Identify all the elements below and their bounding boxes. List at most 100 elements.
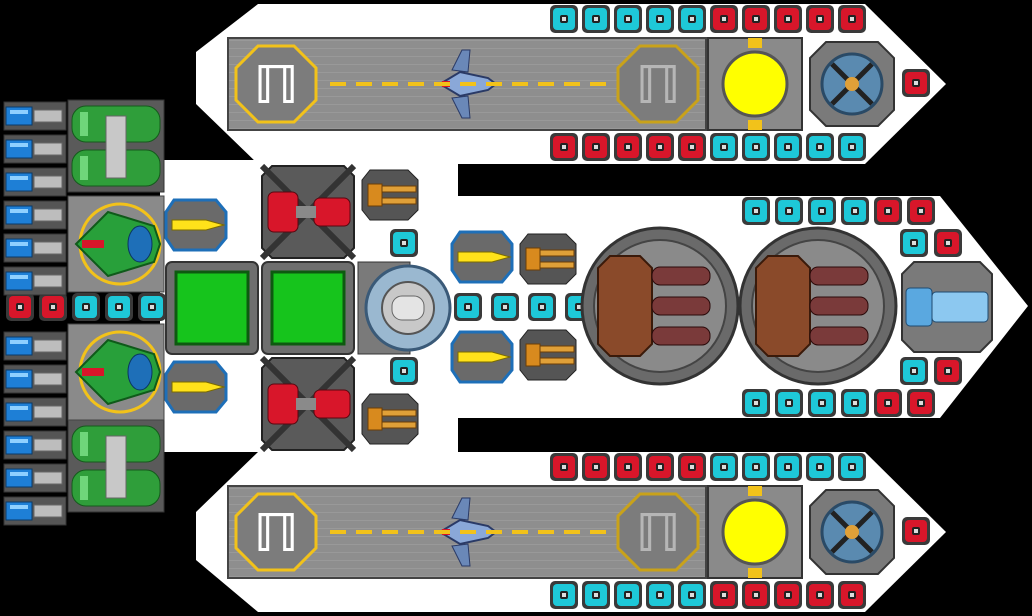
ion-engine[interactable] [3,496,67,526]
armor-block-cyan[interactable] [742,197,770,225]
ion-engine[interactable] [3,266,67,296]
armor-block-red[interactable] [774,5,802,33]
armor-block-red[interactable] [874,389,902,417]
yellow-reactor[interactable] [707,485,803,579]
armor-block-cyan[interactable] [841,197,869,225]
armor-block-cyan[interactable] [742,133,770,161]
armor-block-red[interactable] [646,453,674,481]
armor-block-cyan[interactable] [582,581,610,609]
armor-block-red[interactable] [614,133,642,161]
ion-engine[interactable] [3,101,67,131]
armor-block-red[interactable] [678,133,706,161]
armor-block-cyan[interactable] [646,581,674,609]
armor-block-red[interactable] [710,581,738,609]
armor-block-red[interactable] [742,581,770,609]
armor-block-red[interactable] [907,197,935,225]
armor-block-cyan[interactable] [710,453,738,481]
armor-block-red[interactable] [614,453,642,481]
armor-block-cyan[interactable] [390,229,418,257]
armor-block-cyan[interactable] [105,293,133,321]
helipad-top-right[interactable]: ℿ [616,44,700,124]
armor-block-cyan[interactable] [491,293,519,321]
armor-block-cyan[interactable] [841,389,869,417]
ion-engine[interactable] [3,430,67,460]
ion-engine[interactable] [3,200,67,230]
helipad-top-left[interactable]: ℿ [234,44,318,124]
reactor-panel-green[interactable] [165,261,259,355]
armor-block-red[interactable] [806,5,834,33]
ion-engine[interactable] [3,167,67,197]
armor-block-cyan[interactable] [614,581,642,609]
armor-block-cyan[interactable] [808,389,836,417]
armor-block-red[interactable] [582,133,610,161]
yellow-reactor[interactable] [707,37,803,131]
armor-block-cyan[interactable] [646,5,674,33]
armor-block-cyan[interactable] [678,5,706,33]
rear-thruster-blue[interactable] [901,261,993,353]
armor-block-red[interactable] [902,517,930,545]
armor-block-red[interactable] [806,581,834,609]
armor-block-red[interactable] [742,5,770,33]
blue-turbine[interactable] [809,41,895,127]
armor-block-cyan[interactable] [774,133,802,161]
armor-block-red[interactable] [710,5,738,33]
yellow-missile[interactable] [450,230,514,284]
orange-cannon[interactable] [361,169,419,221]
fuel-tank-green[interactable] [67,99,165,193]
orange-cannon[interactable] [519,329,577,381]
reactor-panel-green[interactable] [261,261,355,355]
armor-block-cyan[interactable] [614,5,642,33]
armor-block-red[interactable] [39,293,67,321]
ion-engine[interactable] [3,463,67,493]
ion-engine[interactable] [3,233,67,263]
armor-block-cyan[interactable] [808,197,836,225]
armor-block-cyan[interactable] [775,197,803,225]
drone-bay-green[interactable] [67,323,165,421]
yellow-missile[interactable] [164,360,228,414]
yellow-missile[interactable] [450,330,514,384]
blue-turbine[interactable] [809,489,895,575]
armor-block-cyan[interactable] [775,389,803,417]
armor-block-cyan[interactable] [900,357,928,385]
armor-block-cyan[interactable] [806,453,834,481]
armor-block-red[interactable] [550,133,578,161]
cargo-dome[interactable] [580,226,740,386]
ion-engine[interactable] [3,331,67,361]
armor-block-cyan[interactable] [454,293,482,321]
armor-block-red[interactable] [907,389,935,417]
orange-cannon[interactable] [519,233,577,285]
cargo-dome[interactable] [738,226,898,386]
armor-block-cyan[interactable] [528,293,556,321]
armor-block-cyan[interactable] [582,5,610,33]
ion-engine[interactable] [3,134,67,164]
armor-block-red[interactable] [550,453,578,481]
red-turret[interactable] [259,355,357,453]
red-turret[interactable] [259,163,357,261]
armor-block-cyan[interactable] [742,453,770,481]
armor-block-cyan[interactable] [550,5,578,33]
helipad-bottom-left[interactable]: ℿ [234,492,318,572]
armor-block-red[interactable] [774,581,802,609]
drone-bay-green[interactable] [67,195,165,293]
armor-block-cyan[interactable] [550,581,578,609]
yellow-missile[interactable] [164,198,228,252]
ion-engine[interactable] [3,364,67,394]
armor-block-red[interactable] [646,133,674,161]
ion-engine[interactable] [3,397,67,427]
armor-block-cyan[interactable] [774,453,802,481]
helipad-bottom-right[interactable]: ℿ [616,492,700,572]
armor-block-cyan[interactable] [742,389,770,417]
armor-block-cyan[interactable] [390,357,418,385]
armor-block-cyan[interactable] [710,133,738,161]
shield-generator[interactable] [357,261,452,355]
armor-block-red[interactable] [902,69,930,97]
armor-block-cyan[interactable] [900,229,928,257]
armor-block-cyan[interactable] [138,293,166,321]
armor-block-cyan[interactable] [806,133,834,161]
armor-block-red[interactable] [838,5,866,33]
armor-block-cyan[interactable] [838,133,866,161]
armor-block-red[interactable] [934,229,962,257]
armor-block-red[interactable] [934,357,962,385]
armor-block-cyan[interactable] [838,453,866,481]
fuel-tank-green[interactable] [67,419,165,513]
